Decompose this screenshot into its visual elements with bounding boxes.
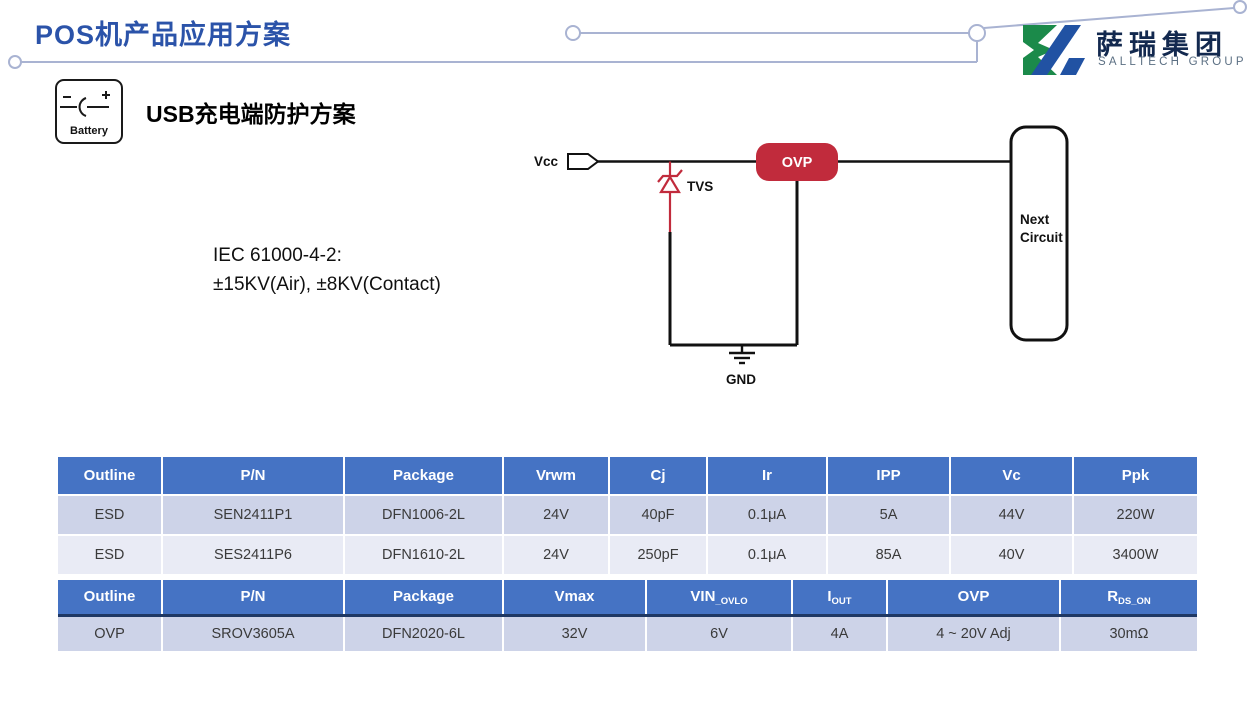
iec-standard-note: IEC 61000-4-2: ±15KV(Air), ±8KV(Contact) xyxy=(213,241,441,299)
company-logo: 萨瑞集团 SALLTECH GROUP xyxy=(1022,21,1244,77)
battery-icon-label: Battery xyxy=(70,125,108,137)
table-cell: 40pF xyxy=(609,495,708,536)
next-circuit-line2: Circuit xyxy=(1020,230,1063,245)
column-header: Vc xyxy=(950,457,1074,496)
tvs-diode-icon xyxy=(657,161,683,232)
ovp-label: OVP xyxy=(782,155,813,171)
column-header: RDS_ON xyxy=(1060,580,1197,617)
section-title-prefix: USB xyxy=(146,101,195,127)
table-cell: 24V xyxy=(503,495,610,536)
page-title: POS机产品应用方案 xyxy=(35,20,292,50)
esd-spec-table: Outline P/N Package Vrwm Cj Ir IPP Vc Pp… xyxy=(58,457,1197,576)
column-header: P/N xyxy=(162,457,345,496)
column-header: Outline xyxy=(58,457,163,496)
table-cell: 0.1μA xyxy=(707,495,828,536)
logo-company-name: 萨瑞集团 xyxy=(1096,30,1228,60)
table-cell: SEN2411P1 xyxy=(162,495,345,536)
column-header: Vrwm xyxy=(503,457,610,496)
table-cell: OVP xyxy=(58,615,163,653)
circuit-diagram: Vcc TVS OVP GND Next Circuit xyxy=(534,125,1069,387)
logo-company-subname: SALLTECH GROUP xyxy=(1098,56,1247,68)
table-cell: 85A xyxy=(827,535,951,576)
table-cell: 220W xyxy=(1073,495,1197,536)
ovp-spec-table: Outline P/N Package Vmax VIN_OVLO IOUT O… xyxy=(58,580,1197,653)
column-header: Package xyxy=(344,580,504,617)
ovp-block xyxy=(756,143,838,181)
column-header: Package xyxy=(344,457,504,496)
column-header: P/N xyxy=(162,580,345,617)
logo-mark-icon xyxy=(1023,25,1085,75)
table-cell: 30mΩ xyxy=(1060,615,1197,653)
table-cell: ESD xyxy=(58,535,163,576)
next-circuit-line1: Next xyxy=(1020,212,1050,227)
column-header: OVP xyxy=(887,580,1061,617)
table-row: OVP SROV3605A DFN2020-6L 32V 6V 4A 4 ~ 2… xyxy=(58,615,1197,653)
next-circuit-block xyxy=(1009,125,1069,342)
vcc-connector-icon xyxy=(567,153,600,170)
gnd-label: GND xyxy=(726,372,756,387)
table-cell: SROV3605A xyxy=(162,615,345,653)
column-header: IPP xyxy=(827,457,951,496)
section-title-rest: 充电端防护方案 xyxy=(194,102,356,127)
table-cell: 3400W xyxy=(1073,535,1197,576)
section-title: USB充电端防护方案 xyxy=(146,95,356,129)
table-cell: SES2411P6 xyxy=(162,535,345,576)
table-cell: DFN1610-2L xyxy=(344,535,504,576)
column-header: Vmax xyxy=(503,580,647,617)
table-cell: 6V xyxy=(646,615,793,653)
table-cell: 5A xyxy=(827,495,951,536)
table-cell: 250pF xyxy=(609,535,708,576)
iec-line2: ±15KV(Air), ±8KV(Contact) xyxy=(213,274,441,295)
table-cell: 0.1μA xyxy=(707,535,828,576)
table-cell: 4 ~ 20V Adj xyxy=(887,615,1061,653)
column-header: Outline xyxy=(58,580,163,617)
table-cell: 32V xyxy=(503,615,647,653)
table-header-row: Outline P/N Package Vrwm Cj Ir IPP Vc Pp… xyxy=(58,457,1197,496)
table-cell: DFN2020-6L xyxy=(344,615,504,653)
table-header-row: Outline P/N Package Vmax VIN_OVLO IOUT O… xyxy=(58,580,1197,617)
column-header: IOUT xyxy=(792,580,888,617)
column-header: VIN_OVLO xyxy=(646,580,793,617)
vcc-label: Vcc xyxy=(534,154,559,169)
table-cell: 24V xyxy=(503,535,610,576)
table-cell: ESD xyxy=(58,495,163,536)
table-row: ESD SEN2411P1 DFN1006-2L 24V 40pF 0.1μA … xyxy=(58,495,1197,536)
table-row: ESD SES2411P6 DFN1610-2L 24V 250pF 0.1μA… xyxy=(58,535,1197,576)
battery-icon xyxy=(60,91,110,117)
column-header: Ir xyxy=(707,457,828,496)
ground-icon xyxy=(729,345,755,365)
table-cell: 44V xyxy=(950,495,1074,536)
table-cell: DFN1006-2L xyxy=(344,495,504,536)
table-cell: 4A xyxy=(792,615,888,653)
tvs-label: TVS xyxy=(687,179,713,194)
battery-icon-card: Battery xyxy=(55,79,123,144)
iec-line1: IEC 61000-4-2: xyxy=(213,245,342,266)
column-header: Ppk xyxy=(1073,457,1197,496)
column-header: Cj xyxy=(609,457,708,496)
table-cell: 40V xyxy=(950,535,1074,576)
